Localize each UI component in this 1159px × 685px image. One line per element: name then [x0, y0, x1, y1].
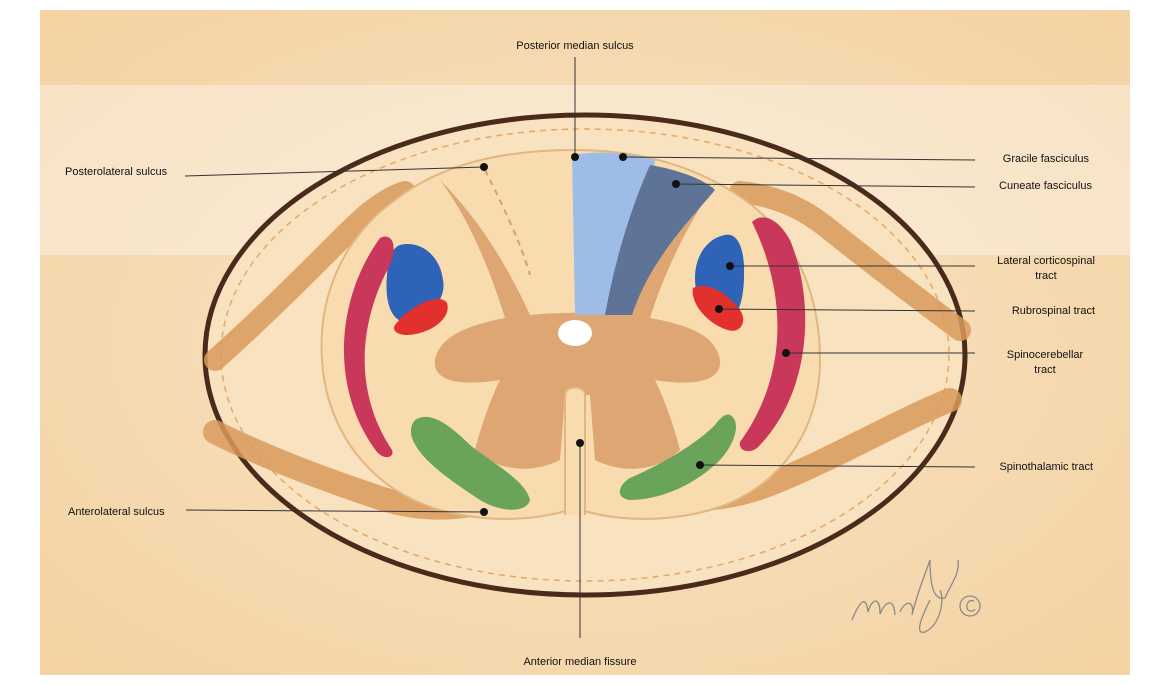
label-anterolateral-sulcus: Anterolateral sulcus	[68, 506, 165, 518]
dot-corticospinal	[726, 262, 734, 270]
label-anterior-median-fissure: Anterior median fissure	[523, 656, 636, 668]
dot-spinocerebellar	[782, 349, 790, 357]
anterior-median-fissure	[565, 388, 585, 516]
dot-posterior-median	[571, 153, 579, 161]
label-cuneate-fasciculus: Cuneate fasciculus	[999, 180, 1092, 192]
label-spinocerebellar-line2: tract	[1034, 364, 1055, 376]
label-spinothalamic-tract: Spinothalamic tract	[999, 461, 1093, 473]
label-lateral-corticospinal-line2: tract	[1035, 270, 1056, 282]
label-gracile-fasciculus: Gracile fasciculus	[1003, 153, 1090, 165]
label-posterior-median-sulcus: Posterior median sulcus	[516, 40, 634, 52]
dot-anterior-median	[576, 439, 584, 447]
dot-posterolateral	[480, 163, 488, 171]
dot-cuneate	[672, 180, 680, 188]
label-spinocerebellar-line1: Spinocerebellar	[1007, 349, 1084, 361]
dot-rubrospinal	[715, 305, 723, 313]
dot-anterolateral	[480, 508, 488, 516]
dot-spinothalamic	[696, 461, 704, 469]
label-posterolateral-sulcus: Posterolateral sulcus	[65, 166, 168, 178]
dot-gracile	[619, 153, 627, 161]
central-canal	[558, 320, 592, 346]
label-lateral-corticospinal-line1: Lateral corticospinal	[997, 255, 1095, 267]
label-rubrospinal-tract: Rubrospinal tract	[1012, 305, 1095, 317]
